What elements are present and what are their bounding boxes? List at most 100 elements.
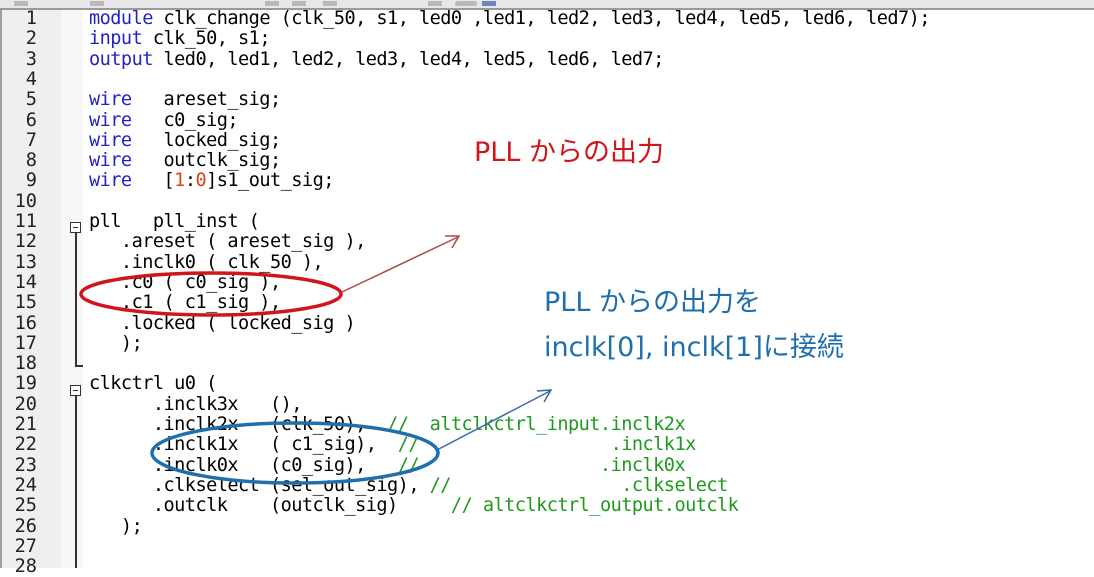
code-token: outclk_sig; [131,150,282,172]
fold-guide-line [75,396,77,568]
toolbar-icon[interactable] [323,1,337,6]
line-number-gutter [0,10,63,568]
line-number: 14 [14,271,37,293]
connect-annotation-line2: inclk[0], inclk[1]に接続 [544,332,844,363]
code-line[interactable]: 22 .inclk1x ( c1_sig), // .inclk1x [0,434,1094,455]
number-token: 1 [174,170,185,192]
toolbar-icon[interactable] [265,1,279,6]
code-line[interactable]: 10 [0,190,1094,212]
code-text: input clk_50, s1; [89,28,271,50]
code-line[interactable]: 16 .locked ( locked_sig ) [0,312,1094,334]
code-line[interactable]: 25 .outclk (outclk_sig) // altclkctrl_ou… [0,495,1094,517]
code-line[interactable]: 12 .areset ( areset_sig ), [0,231,1094,252]
blue-arrow-head [536,389,553,403]
code-token: ); [89,332,143,354]
line-number: 4 [25,68,37,90]
connect-annotation-line1: PLL からの出力を [544,287,761,318]
line-number: 26 [14,515,37,537]
code-token: clkctrl u0 ( [89,373,217,395]
keyword-token: wire [89,129,132,151]
code-token: .areset ( areset_sig ), [89,231,366,253]
code-text: .inclk1x ( c1_sig), // .inclk1x [89,435,696,455]
keyword-token: module [89,8,153,29]
code-text: wire c0_sig; [89,109,239,131]
red-arrow-head [445,235,461,249]
code-line[interactable]: 18 [0,353,1094,374]
code-line[interactable]: 6 wire c0_sig; [0,109,1094,131]
code-token: .outclk (outclk_sig) [89,495,451,517]
code-line[interactable]: 20 .inclk3x (), [0,394,1094,415]
code-line[interactable]: 1 module clk_change (clk_50, s1, led0 ,le… [0,8,1094,29]
line-number: 15 [14,292,37,314]
line-number: 8 [25,150,37,172]
line-number: 11 [14,211,37,232]
code-token: ); [89,515,143,537]
code-line[interactable]: 4 [0,68,1094,90]
code-line[interactable]: 17 ); [0,332,1094,354]
code-text: module clk_change (clk_50, s1, led0 ,led… [89,8,930,29]
code-text: .areset ( areset_sig ), [89,232,366,252]
line-number: 24 [14,474,37,496]
line-number: 2 [25,28,37,50]
comment-token: // .clkselect [429,474,729,496]
code-text: wire locked_sig; [89,129,281,151]
code-text: pll pll_inst ( [89,211,260,232]
editor-toolbar [0,0,1094,10]
line-number: 9 [25,170,37,192]
toolbar-icon[interactable] [90,1,104,6]
line-number: 13 [14,251,37,273]
toolbar-icon[interactable] [14,1,28,6]
keyword-token: wire [89,109,132,131]
fold-collapse-icon[interactable] [70,385,81,396]
comment-token: // .inclk1x [397,434,697,456]
code-text: .inclk2x (clk_50), // altclkctrl_input.i… [89,414,686,435]
code-line[interactable]: 11 pll pll_inst ( [0,211,1094,232]
code-line[interactable]: 15 .c1 ( c1_sig ), [0,292,1094,314]
code-line[interactable]: 2 input clk_50, s1; [0,28,1094,50]
red-highlight-ellipse [79,271,343,317]
line-number: 6 [25,109,37,131]
code-line[interactable]: 13 .inclk0 ( clk_50 ), [0,251,1094,273]
toolbar-icon[interactable] [292,1,306,6]
line-number: 27 [14,535,37,557]
code-token: areset_sig; [131,89,282,111]
code-line[interactable]: 26 ); [0,515,1094,537]
line-number: 1 [25,8,37,29]
code-token: .inclk0 ( clk_50 ), [89,251,324,273]
blue-arrow [436,390,551,451]
line-number: 3 [25,48,37,70]
code-text: clkctrl u0 ( [89,374,217,394]
fold-guide-line [75,233,77,365]
code-line[interactable]: 5 wire areset_sig; [0,89,1094,111]
line-number: 21 [14,414,37,435]
code-text: .outclk (outclk_sig) // altclkctrl_outpu… [89,495,739,517]
code-text: ); [89,332,143,354]
code-token: .locked ( locked_sig ) [89,312,356,334]
code-text: .inclk0 ( clk_50 ), [89,251,324,273]
pll-output-annotation: PLL からの出力 [474,137,664,168]
line-number: 5 [25,89,37,111]
fold-collapse-icon[interactable] [70,222,81,233]
keyword-token: wire [89,89,132,111]
fold-margin [61,10,83,568]
toolbar-icon[interactable] [482,1,496,6]
red-arrow [341,236,459,293]
code-line[interactable]: 27 [0,535,1094,557]
keyword-token: output [89,48,153,70]
code-line[interactable]: 21 .inclk2x (clk_50), // altclkctrl_inpu… [0,414,1094,435]
line-number: 10 [14,190,37,212]
code-line[interactable]: 3 output led0, led1, led2, led3, led4, le… [0,48,1094,70]
code-text: wire areset_sig; [89,90,281,110]
toolbar-icon[interactable] [428,1,442,6]
toolbar-icon[interactable] [455,1,477,6]
keyword-token: input [89,28,143,50]
code-text: .inclk3x (), [89,394,303,415]
code-token: c0_sig; [131,109,239,131]
line-number: 16 [14,312,37,334]
code-text: output led0, led1, led2, led3, led4, led… [89,48,664,70]
line-number: 17 [14,332,37,354]
